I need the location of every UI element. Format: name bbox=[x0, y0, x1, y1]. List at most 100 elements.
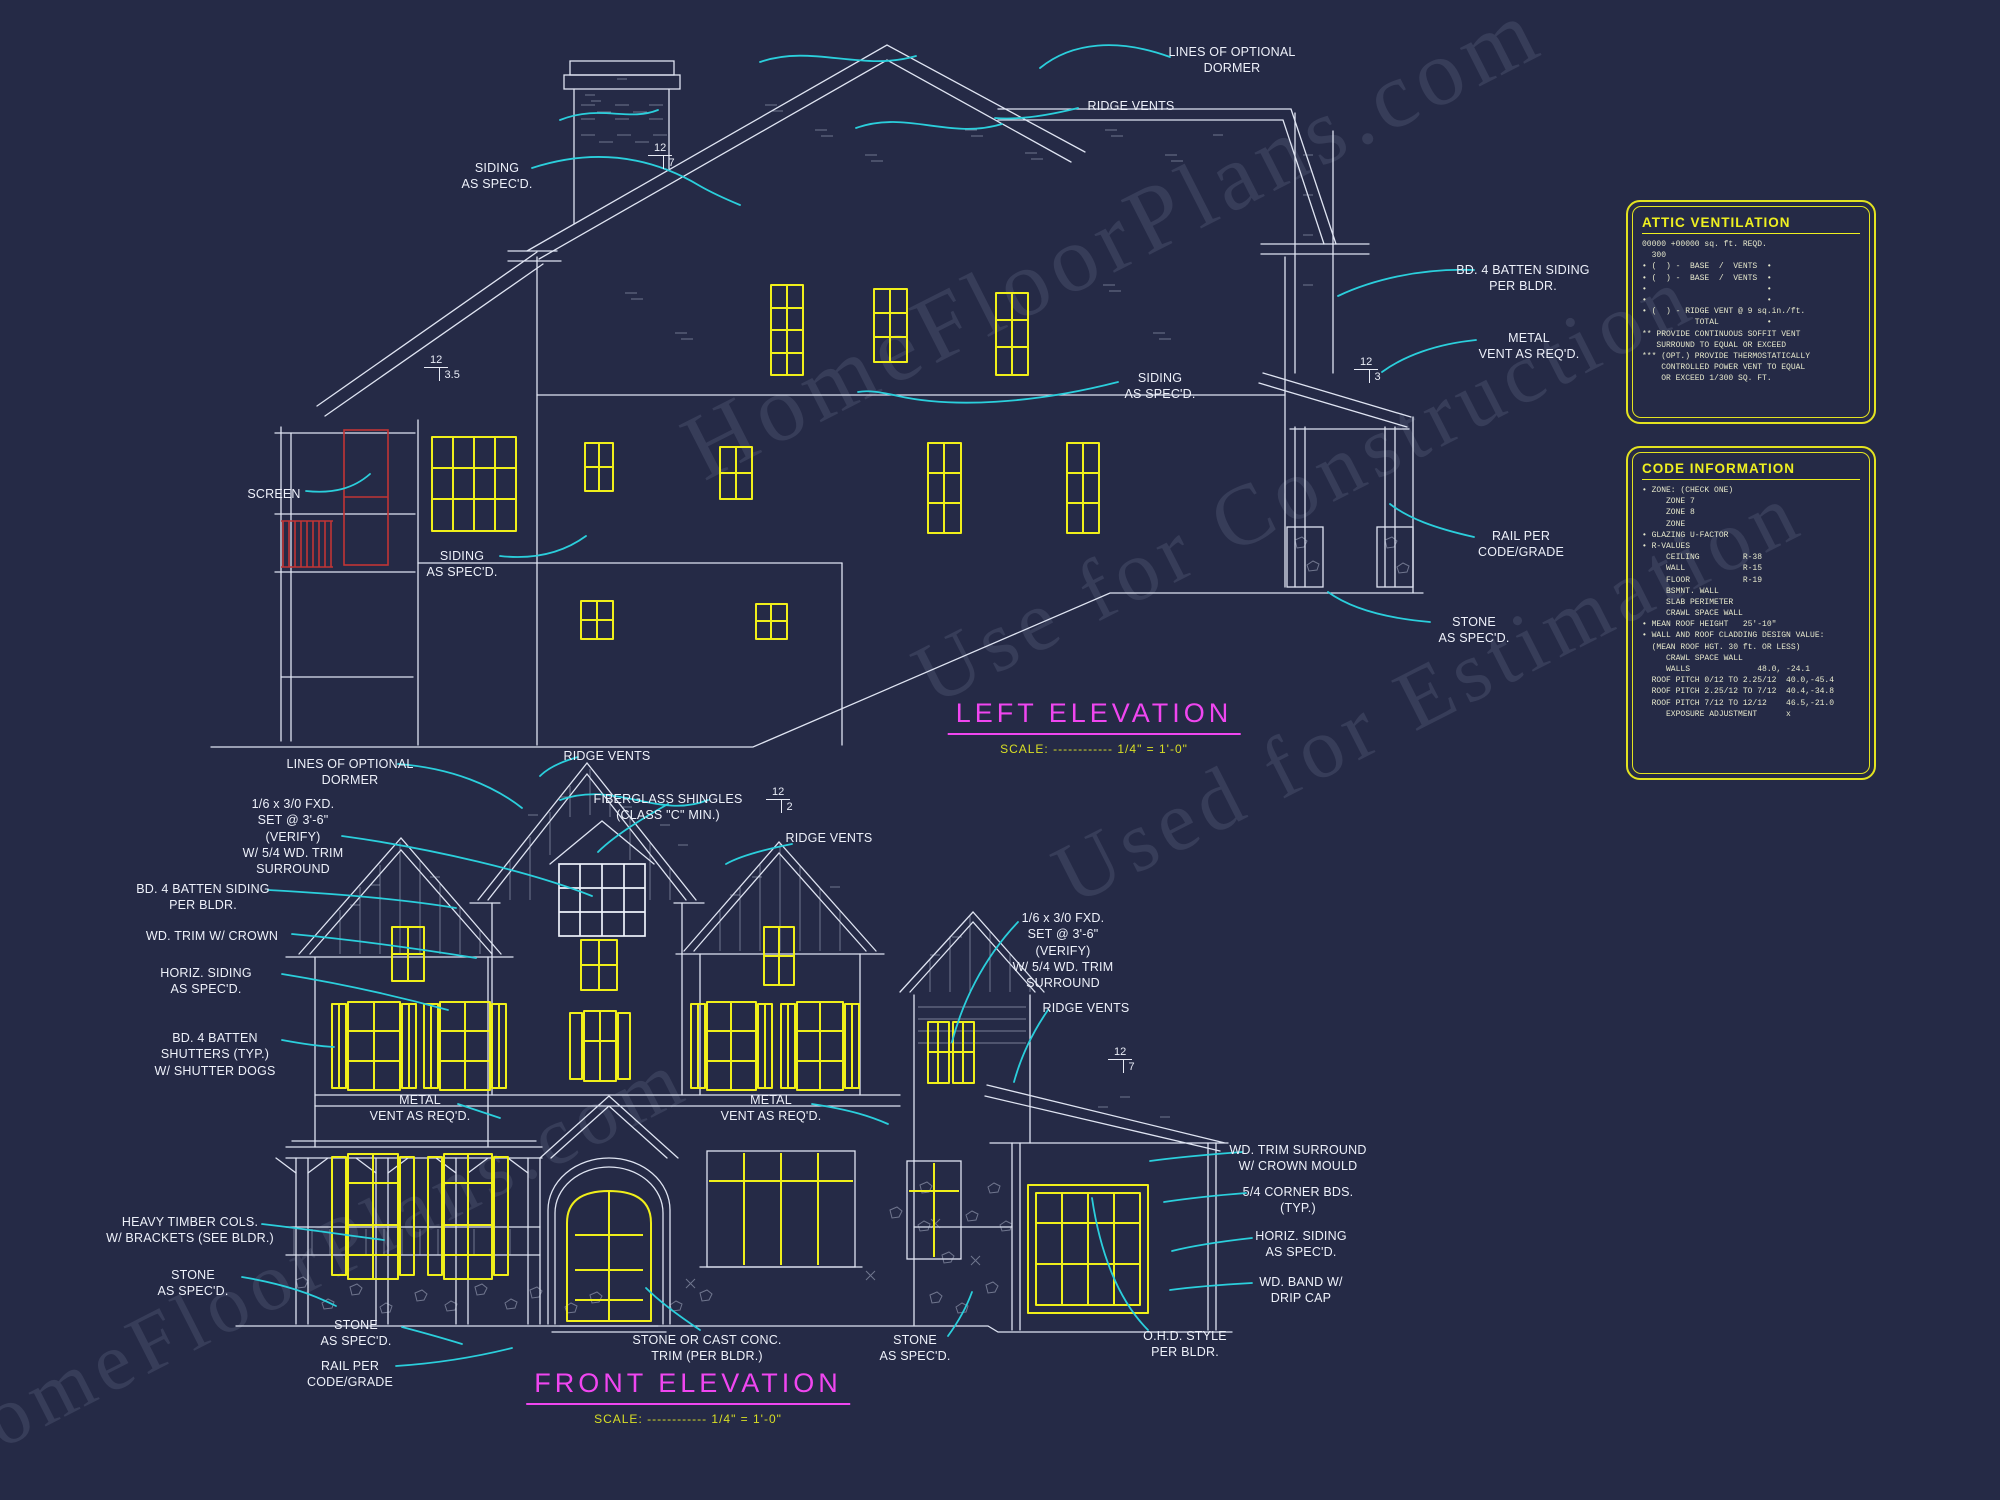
panel-text-line: TOTAL • bbox=[1642, 318, 1772, 328]
attic-ventilation-panel: ATTIC VENTILATION 00000 +00000 sq. ft. R… bbox=[1626, 200, 1876, 424]
panel-text-line: WALLS 48.0, -24.1 bbox=[1642, 665, 1811, 674]
annotation-label: SIDING AS SPEC'D. bbox=[426, 549, 498, 580]
brick-hatch-texture bbox=[581, 78, 1410, 574]
panel-text-line: ZONE bbox=[1642, 519, 1686, 529]
annotation-label: 1/6 x 3/0 FXD. SET @ 3'-6" (VERIFY) W/ 5… bbox=[1012, 911, 1114, 990]
panel-text-line: WALL R-15 bbox=[1642, 564, 1763, 574]
panel-text-line: OR EXCEED 1/300 SQ. FT. bbox=[1642, 374, 1772, 384]
annotation-label: HORIZ. SIDING AS SPEC'D. bbox=[1255, 1229, 1347, 1260]
panel-text-line: ROOF PITCH 7/12 TO 12/12 46.5,-21.0 bbox=[1642, 698, 1835, 708]
annotation-label: SIDING AS SPEC'D. bbox=[1124, 371, 1196, 402]
panel-text-line: • ZONE: (CHECK ONE) bbox=[1642, 486, 1734, 495]
panel-text-line: FLOOR R-19 bbox=[1642, 575, 1763, 585]
left-elevation-drawing bbox=[210, 44, 1424, 748]
annotation-label: WD. TRIM SURROUND W/ CROWN MOULD bbox=[1229, 1143, 1367, 1174]
annotation-label: RAIL PER CODE/GRADE bbox=[1477, 529, 1565, 560]
code-information-panel-inner: CODE INFORMATION • ZONE: (CHECK ONE) ZON… bbox=[1632, 452, 1870, 774]
panel-text-line: 300 bbox=[1642, 251, 1667, 261]
panel-text-line: ** PROVIDE CONTINUOUS SOFFIT VENT bbox=[1642, 329, 1801, 339]
annotation-label: WD. TRIM W/ CROWN bbox=[145, 929, 279, 943]
attic-ventilation-panel-inner: ATTIC VENTILATION 00000 +00000 sq. ft. R… bbox=[1632, 206, 1870, 418]
panel-text-line: BSMNT. WALL bbox=[1642, 586, 1719, 596]
panel-text-line: CRAWL SPACE WALL bbox=[1642, 653, 1743, 663]
annotation-label: HEAVY TIMBER COLS. W/ BRACKETS (SEE BLDR… bbox=[106, 1215, 274, 1246]
panel-text-line: CONTROLLED POWER VENT TO EQUAL bbox=[1642, 363, 1806, 373]
annotation-label: SCREEN bbox=[247, 487, 301, 501]
annotation-label: RIDGE VENTS bbox=[1042, 1001, 1130, 1015]
annotation-label: LINES OF OPTIONAL DORMER bbox=[286, 757, 414, 788]
code-panel-body: • ZONE: (CHECK ONE) ZONE 7 ZONE 8 ZONE• … bbox=[1642, 485, 1860, 720]
left-elevation-title-text: LEFT ELEVATION bbox=[947, 698, 1241, 735]
panel-text-line: • ( ) - RIDGE VENT @ 9 sq.in./ft. bbox=[1642, 307, 1806, 317]
annotation-label: RIDGE VENTS bbox=[563, 749, 651, 763]
panel-text-line: • MEAN ROOF HEIGHT 25'-10" bbox=[1642, 620, 1777, 630]
front-elevation-title: FRONT ELEVATION SCALE: ------------ 1/4"… bbox=[526, 1368, 850, 1426]
annotation-label: STONE AS SPEC'D. bbox=[320, 1318, 392, 1349]
panel-text-line: *** (OPT.) PROVIDE THERMOSTATICALLY bbox=[1642, 351, 1811, 361]
front-elevation-title-text: FRONT ELEVATION bbox=[526, 1368, 850, 1405]
panel-text-line: • R-VALUES bbox=[1642, 541, 1691, 551]
panel-text-line: CRAWL SPACE WALL bbox=[1642, 609, 1743, 619]
annotation-label: O.H.D. STYLE PER BLDR. bbox=[1143, 1329, 1227, 1360]
panel-text-line: • ( ) - BASE / VENTS • bbox=[1642, 262, 1772, 272]
annotation-label: STONE OR CAST CONC. TRIM (PER BLDR.) bbox=[632, 1333, 782, 1364]
annotation-label: BD. 4 BATTEN SIDING PER BLDR. bbox=[1456, 263, 1590, 294]
front-elevation-windows bbox=[331, 926, 1149, 1322]
annotation-label: HORIZ. SIDING AS SPEC'D. bbox=[160, 966, 252, 997]
panel-text-line: 00000 +00000 sq. ft. REQD. bbox=[1642, 240, 1767, 249]
annotation-label: METAL VENT AS REQ'D. bbox=[369, 1093, 471, 1124]
annotation-label: STONE AS SPEC'D. bbox=[1438, 615, 1510, 646]
stone-and-shingle-texture bbox=[295, 796, 1170, 1314]
attic-panel-body: 00000 +00000 sq. ft. REQD. 300• ( ) - BA… bbox=[1642, 239, 1860, 384]
annotation-label: RIDGE VENTS bbox=[785, 831, 873, 845]
panel-text-line: • ( ) - BASE / VENTS • bbox=[1642, 273, 1772, 283]
code-information-panel: CODE INFORMATION • ZONE: (CHECK ONE) ZON… bbox=[1626, 446, 1876, 780]
annotation-label: BD. 4 BATTEN SIDING PER BLDR. bbox=[136, 882, 270, 913]
panel-text-line: ZONE 7 bbox=[1642, 497, 1695, 507]
annotation-label: 1/6 x 3/0 FXD. SET @ 3'-6" (VERIFY) W/ 5… bbox=[242, 797, 344, 876]
annotation-label: METAL VENT AS REQ'D. bbox=[1478, 331, 1580, 362]
leader-lines bbox=[241, 44, 1477, 1367]
panel-text-line: ZONE 8 bbox=[1642, 508, 1695, 518]
panel-text-line: ROOF PITCH 0/12 TO 2.25/12 40.0,-45.4 bbox=[1642, 676, 1835, 686]
annotation-label: BD. 4 BATTEN SHUTTERS (TYP.) W/ SHUTTER … bbox=[154, 1031, 276, 1078]
annotation-label: FIBERGLASS SHINGLES (CLASS "C" MIN.) bbox=[593, 792, 743, 823]
panel-text-line: SURROUND TO EQUAL OR EXCEED bbox=[1642, 340, 1787, 350]
attic-panel-title: ATTIC VENTILATION bbox=[1642, 215, 1860, 234]
dormer-grid-window bbox=[558, 863, 646, 937]
panel-text-line: (MEAN ROOF HGT. 30 ft. OR LESS) bbox=[1642, 642, 1801, 652]
left-elevation-structure bbox=[210, 44, 1424, 748]
screen-porch-red-panels bbox=[281, 429, 389, 568]
left-elevation-windows bbox=[431, 284, 1100, 640]
annotation-label: STONE AS SPEC'D. bbox=[879, 1333, 951, 1364]
annotation-label: RAIL PER CODE/GRADE bbox=[306, 1359, 394, 1390]
panel-text-line: • • bbox=[1642, 295, 1772, 305]
code-panel-title: CODE INFORMATION bbox=[1642, 461, 1860, 480]
left-elevation-scale: SCALE: ------------ 1/4" = 1'-0" bbox=[1000, 742, 1188, 756]
panel-text-line: SLAB PERIMETER bbox=[1642, 597, 1734, 607]
annotation-label: SIDING AS SPEC'D. bbox=[461, 161, 533, 192]
panel-text-line: • GLAZING U-FACTOR bbox=[1642, 530, 1729, 540]
front-elevation-scale: SCALE: ------------ 1/4" = 1'-0" bbox=[594, 1412, 782, 1426]
annotation-label: LINES OF OPTIONAL DORMER bbox=[1168, 45, 1296, 76]
annotation-label: METAL VENT AS REQ'D. bbox=[720, 1093, 822, 1124]
panel-text-line: • • bbox=[1642, 284, 1772, 294]
annotation-label: WD. BAND W/ DRIP CAP bbox=[1259, 1275, 1343, 1306]
front-elevation-structure bbox=[235, 761, 1233, 1333]
panel-text-line: • WALL AND ROOF CLADDING DESIGN VALUE: bbox=[1642, 631, 1825, 641]
panel-text-line: EXPOSURE ADJUSTMENT x bbox=[1642, 709, 1791, 719]
panel-text-line: ROOF PITCH 2.25/12 TO 7/12 40.4,-34.8 bbox=[1642, 687, 1835, 697]
left-elevation-title: LEFT ELEVATION SCALE: ------------ 1/4" … bbox=[947, 698, 1241, 756]
annotation-label: RIDGE VENTS bbox=[1087, 99, 1175, 113]
board-and-batten-texture bbox=[293, 769, 1031, 1255]
annotation-label: 5/4 CORNER BDS. (TYP.) bbox=[1242, 1185, 1354, 1216]
front-elevation-drawing bbox=[235, 761, 1233, 1333]
panel-text-line: CEILING R-38 bbox=[1642, 553, 1763, 563]
